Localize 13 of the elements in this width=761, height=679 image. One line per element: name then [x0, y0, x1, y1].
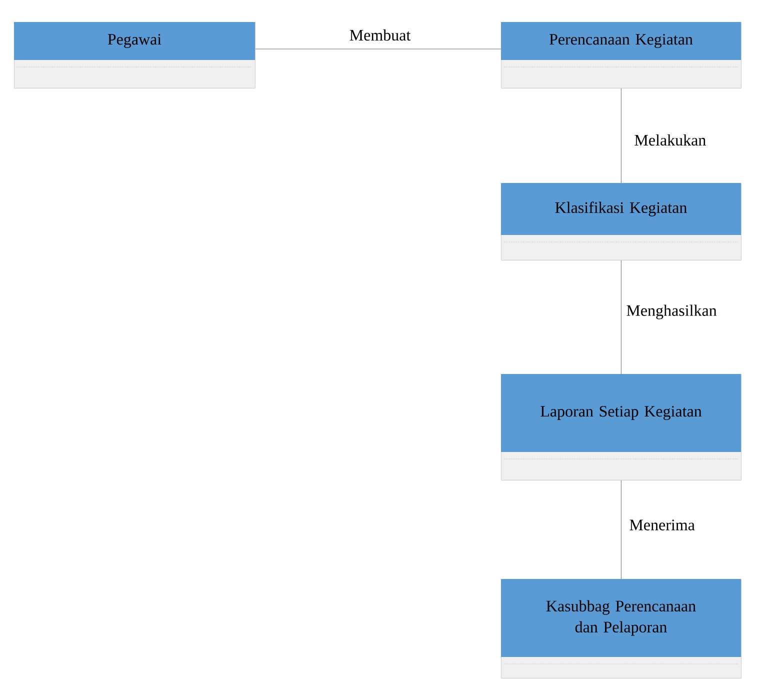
edge-label: Menerima [630, 520, 695, 530]
connector-line [255, 48, 502, 50]
connector-line [621, 480, 622, 580]
edge-label: Membuat [350, 29, 411, 41]
connector-line [621, 88, 622, 184]
class-box: Klasifikasi Kegiatan [501, 183, 742, 260]
class-box: Perencanaan Kegiatan [501, 22, 742, 88]
edge-label: Melakukan [634, 134, 706, 146]
class-box: Kasubbag Perencanaan dan Pelaporan [501, 578, 742, 678]
class-box: Pegawai [14, 22, 256, 88]
connector-line [621, 260, 622, 374]
edge-label: Menghasilkan [626, 304, 717, 320]
class-box: Laporan Setiap Kegiatan [501, 374, 742, 480]
